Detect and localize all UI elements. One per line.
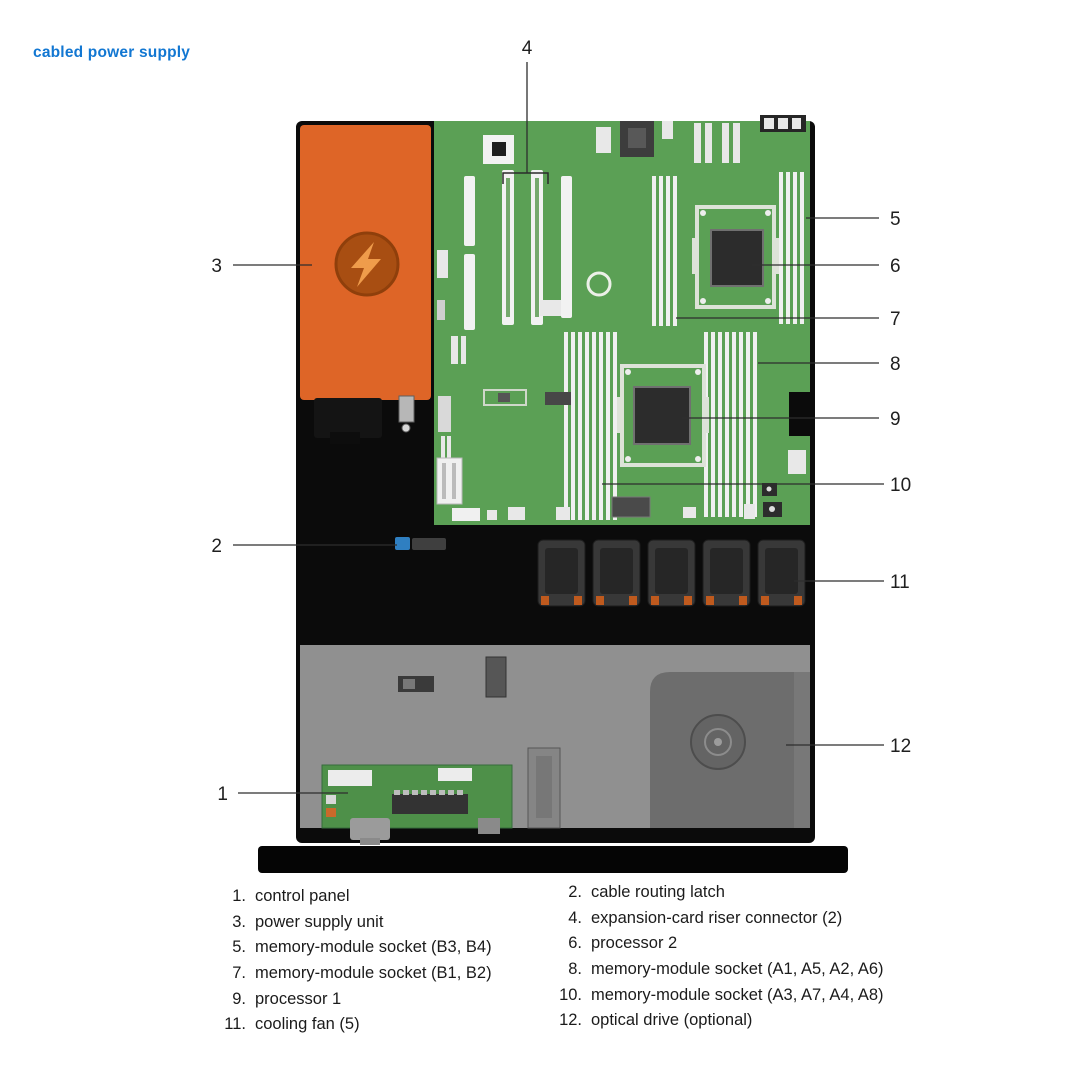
board-components [436, 250, 806, 521]
psu-release-latch [398, 395, 415, 423]
callout-number-12: 12 [890, 736, 911, 757]
memory-sockets-b1-b2 [652, 176, 677, 326]
legend-item-label: control panel [255, 887, 350, 905]
callout-number-6: 6 [890, 256, 901, 277]
legend-item: 12. optical drive (optional) [552, 1008, 884, 1034]
callout-number-10: 10 [890, 475, 911, 496]
legend-item-number: 3. [232, 912, 246, 931]
callout-number-7: 7 [890, 309, 901, 330]
processor-1 [617, 364, 709, 467]
legend-item-number: 11. [224, 1015, 246, 1034]
power-lightning-icon [351, 242, 381, 287]
callout-number-3: 3 [211, 256, 222, 277]
legend-item: 2. cable routing latch [552, 880, 884, 906]
control-panel [321, 764, 513, 845]
legend-item-number: 9. [232, 989, 246, 1008]
rear-io-ports [760, 115, 806, 132]
callout-number-2: 2 [211, 536, 222, 557]
legend-item-label: memory-module socket (B3, B4) [255, 938, 492, 957]
callout-number-9: 9 [890, 409, 901, 430]
legend-item: 1. control panel [218, 884, 492, 910]
legend-column-right: 2. cable routing latch 4. expansion-card… [552, 880, 884, 1034]
cooling-fans [537, 539, 806, 607]
chassis-divider [527, 747, 561, 829]
legend-item-label: expansion-card riser connector (2) [591, 908, 843, 927]
legend-item: 7. memory-module socket (B1, B2) [218, 961, 492, 987]
legend-item-number: 4. [568, 908, 582, 927]
legend-item-number: 8. [568, 960, 582, 979]
callout-number-8: 8 [890, 354, 901, 375]
legend-item: 3. power supply unit [218, 910, 492, 936]
legend-item-label: cable routing latch [591, 883, 725, 901]
legend-item-label: memory-module socket (B1, B2) [255, 964, 492, 983]
legend-item-label: processor 1 [255, 989, 342, 1008]
callout-4-bracket [502, 172, 549, 184]
control-panel-cable [350, 818, 390, 840]
callout-number-5: 5 [890, 209, 901, 230]
legend-item: 5. memory-module socket (B3, B4) [218, 935, 492, 961]
legend-item-number: 5. [232, 938, 246, 957]
legend-item-number: 12. [559, 1011, 582, 1030]
legend-item-label: memory-module socket (A1, A5, A2, A6) [591, 960, 884, 979]
legend-item: 6. processor 2 [552, 931, 884, 957]
legend-item: 10. memory-module socket (A3, A7, A4, A8… [552, 983, 884, 1009]
legend-item-number: 7. [232, 964, 246, 983]
callout-number-1: 1 [217, 784, 228, 805]
psu-cable-stub [330, 432, 360, 444]
legend-item-number: 10. [559, 985, 582, 1004]
system-board [434, 115, 810, 525]
expansion-card-riser-connectors [464, 170, 572, 330]
processor-2 [692, 205, 779, 309]
chassis-notch [789, 392, 815, 436]
chassis-base [258, 846, 848, 873]
legend-item-number: 1. [232, 887, 246, 905]
cooling-fan [702, 539, 751, 607]
psu-thumbscrew [401, 423, 411, 433]
legend-item-label: cooling fan (5) [255, 1015, 360, 1034]
optical-drive [650, 672, 810, 828]
legend-item-number: 6. [568, 934, 582, 953]
callout-lines [233, 62, 884, 794]
cooling-fan [647, 539, 696, 607]
legend-item-label: optical drive (optional) [591, 1011, 753, 1030]
cooling-fan [592, 539, 641, 607]
legend-item: 8. memory-module socket (A1, A5, A2, A6) [552, 957, 884, 983]
callout-number-4: 4 [522, 38, 533, 59]
power-supply-unit [300, 125, 431, 444]
legend-item: 9. processor 1 [218, 987, 492, 1013]
cable-routing-latch [395, 537, 446, 550]
memory-sockets-b3-b4 [779, 172, 804, 324]
callout-numbers: 4 3 2 1 5 6 7 8 9 10 11 12 [211, 38, 911, 805]
legend-item-label: power supply unit [255, 912, 384, 931]
legend-item-label: processor 2 [591, 934, 678, 953]
callout-number-11: 11 [890, 572, 910, 593]
cooling-fan [537, 539, 586, 607]
page-title: cabled power supply [33, 44, 191, 61]
cooling-fan [757, 539, 806, 607]
memory-sockets-a3-a7-a4-a8 [564, 332, 617, 520]
legend-column-left: 1. control panel 3. power supply unit 5.… [218, 884, 492, 1038]
legend-item-label: memory-module socket (A3, A7, A4, A8) [591, 985, 884, 1004]
legend-item: 4. expansion-card riser connector (2) [552, 906, 884, 932]
psu-cable-connector [314, 398, 382, 438]
legend-item: 11. cooling fan (5) [218, 1012, 492, 1038]
legend-item-number: 2. [568, 883, 582, 901]
